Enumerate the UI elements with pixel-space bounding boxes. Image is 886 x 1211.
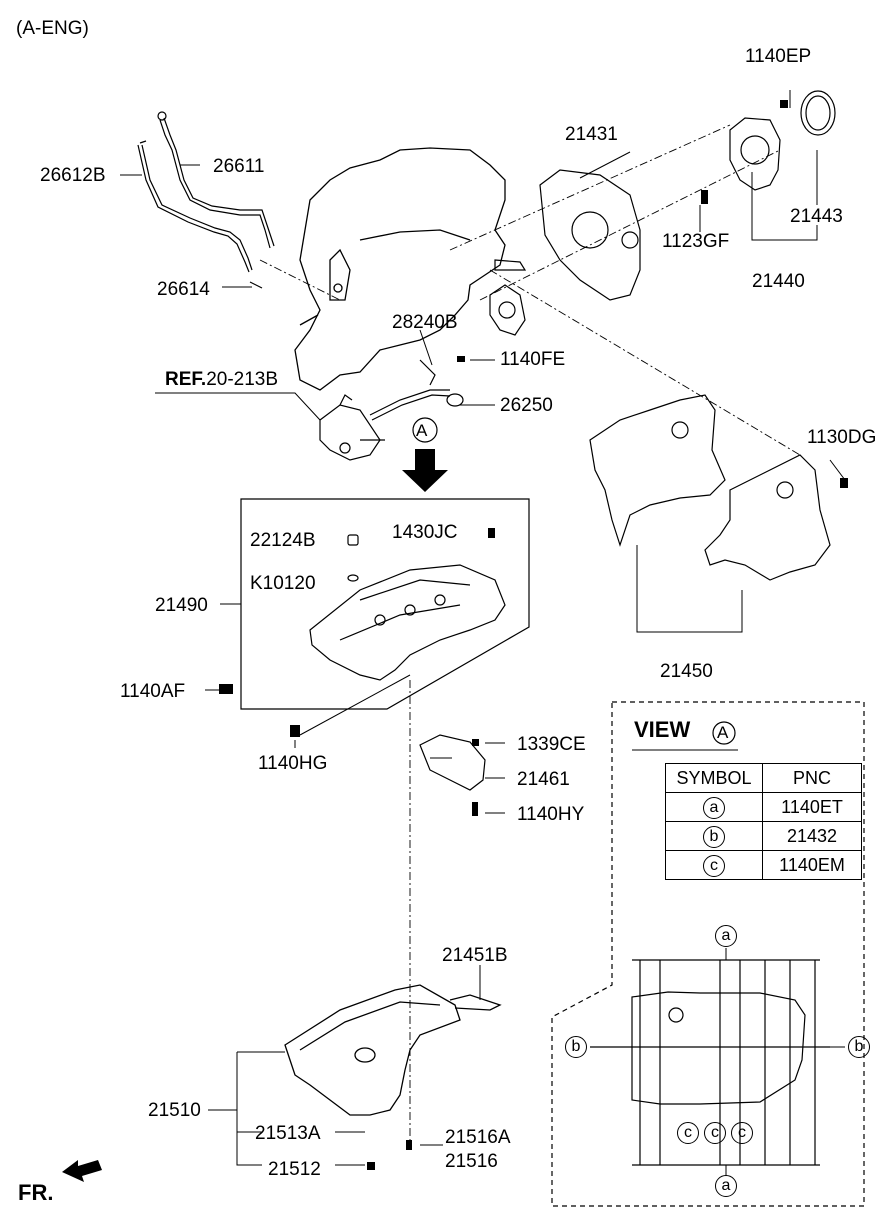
pnc-cell[interactable]: 21432 <box>762 821 862 851</box>
fr-arrow <box>62 1160 102 1182</box>
part-1140HY[interactable]: 1140HY <box>517 804 585 825</box>
gasket <box>489 259 527 336</box>
dipstick-assembly <box>137 111 275 289</box>
engine-variant-label: (A-ENG) <box>16 18 89 39</box>
part-21510[interactable]: 21510 <box>148 1100 201 1121</box>
view-title-marker: A <box>717 723 729 742</box>
bolts <box>219 100 848 1170</box>
callout-c3: c <box>731 1122 753 1144</box>
view-title: VIEW <box>634 717 691 742</box>
callout-a-top: a <box>715 925 737 947</box>
part-26614[interactable]: 26614 <box>157 279 210 300</box>
ref-label[interactable]: REF.20-213B <box>165 370 278 389</box>
view-marker-a: A <box>416 421 428 440</box>
part-21513A[interactable]: 21513A <box>255 1123 321 1144</box>
table-row[interactable]: a 1140ET <box>665 792 862 822</box>
part-26250[interactable]: 26250 <box>500 395 553 416</box>
callout-c2: c <box>704 1122 726 1144</box>
part-1123GF[interactable]: 1123GF <box>662 231 730 252</box>
seal-case <box>729 90 836 191</box>
callout-b-right: b <box>848 1036 870 1058</box>
ref-code: 20-213B <box>206 369 279 390</box>
part-21451B[interactable]: 21451B <box>442 945 508 966</box>
part-1140FE[interactable]: 1140FE <box>500 349 566 370</box>
part-1140AF[interactable]: 1140AF <box>120 681 186 702</box>
ref-prefix: REF. <box>165 369 207 390</box>
view-a-table: SYMBOL PNC a 1140ET b 21432 c 1140EM <box>665 763 862 880</box>
part-1430JC[interactable]: 1430JC <box>392 522 458 543</box>
frame-box <box>240 498 530 710</box>
part-21450[interactable]: 21450 <box>660 661 713 682</box>
ladder-frame <box>309 564 506 681</box>
pnc-cell[interactable]: 1140EM <box>762 850 862 880</box>
part-21443[interactable]: 21443 <box>790 206 843 227</box>
part-1140EP[interactable]: 1140EP <box>745 46 812 67</box>
callout-c1: c <box>677 1122 699 1144</box>
part-21516A[interactable]: 21516A <box>445 1127 511 1148</box>
part-K10120[interactable]: K10120 <box>250 573 316 594</box>
part-28240B[interactable]: 28240B <box>392 312 458 333</box>
column-symbol: SYMBOL <box>665 763 763 793</box>
oil-pump-ref <box>319 394 385 461</box>
view-box <box>551 701 865 1207</box>
part-1130DG[interactable]: 1130DG <box>807 427 877 448</box>
front-direction-label: FR. <box>18 1180 54 1205</box>
part-21431[interactable]: 21431 <box>565 124 618 145</box>
table-row[interactable]: c 1140EM <box>665 850 862 880</box>
part-26612B[interactable]: 26612B <box>40 165 106 186</box>
rear-plate <box>539 169 641 301</box>
callout-b-left: b <box>565 1036 587 1058</box>
stiffener-right <box>704 454 831 581</box>
oil-strainer-pipe <box>369 359 464 421</box>
baffle <box>419 734 486 791</box>
table-row[interactable]: b 21432 <box>665 821 862 851</box>
part-21512[interactable]: 21512 <box>268 1159 321 1180</box>
part-22124B[interactable]: 22124B <box>250 530 316 551</box>
part-1339CE[interactable]: 1339CE <box>517 734 586 755</box>
oil-pan <box>284 984 502 1116</box>
column-pnc: PNC <box>762 763 862 793</box>
engine-block <box>294 147 506 391</box>
part-21516[interactable]: 21516 <box>445 1151 498 1172</box>
callout-a-bottom: a <box>715 1175 737 1197</box>
part-21461[interactable]: 21461 <box>517 769 570 790</box>
part-21490[interactable]: 21490 <box>155 595 208 616</box>
symbol-cell: b <box>665 821 763 851</box>
part-21440[interactable]: 21440 <box>752 271 805 292</box>
pnc-cell[interactable]: 1140ET <box>762 792 862 822</box>
symbol-cell: c <box>665 850 763 880</box>
leader-lines <box>120 90 846 1176</box>
stiffener-left <box>589 394 726 547</box>
part-1140HG[interactable]: 1140HG <box>258 753 328 774</box>
symbol-cell: a <box>665 792 763 822</box>
alignment-lines <box>259 124 801 1140</box>
table-header-row: SYMBOL PNC <box>665 763 862 793</box>
arrow-down <box>402 449 448 492</box>
part-26611[interactable]: 26611 <box>213 156 265 177</box>
